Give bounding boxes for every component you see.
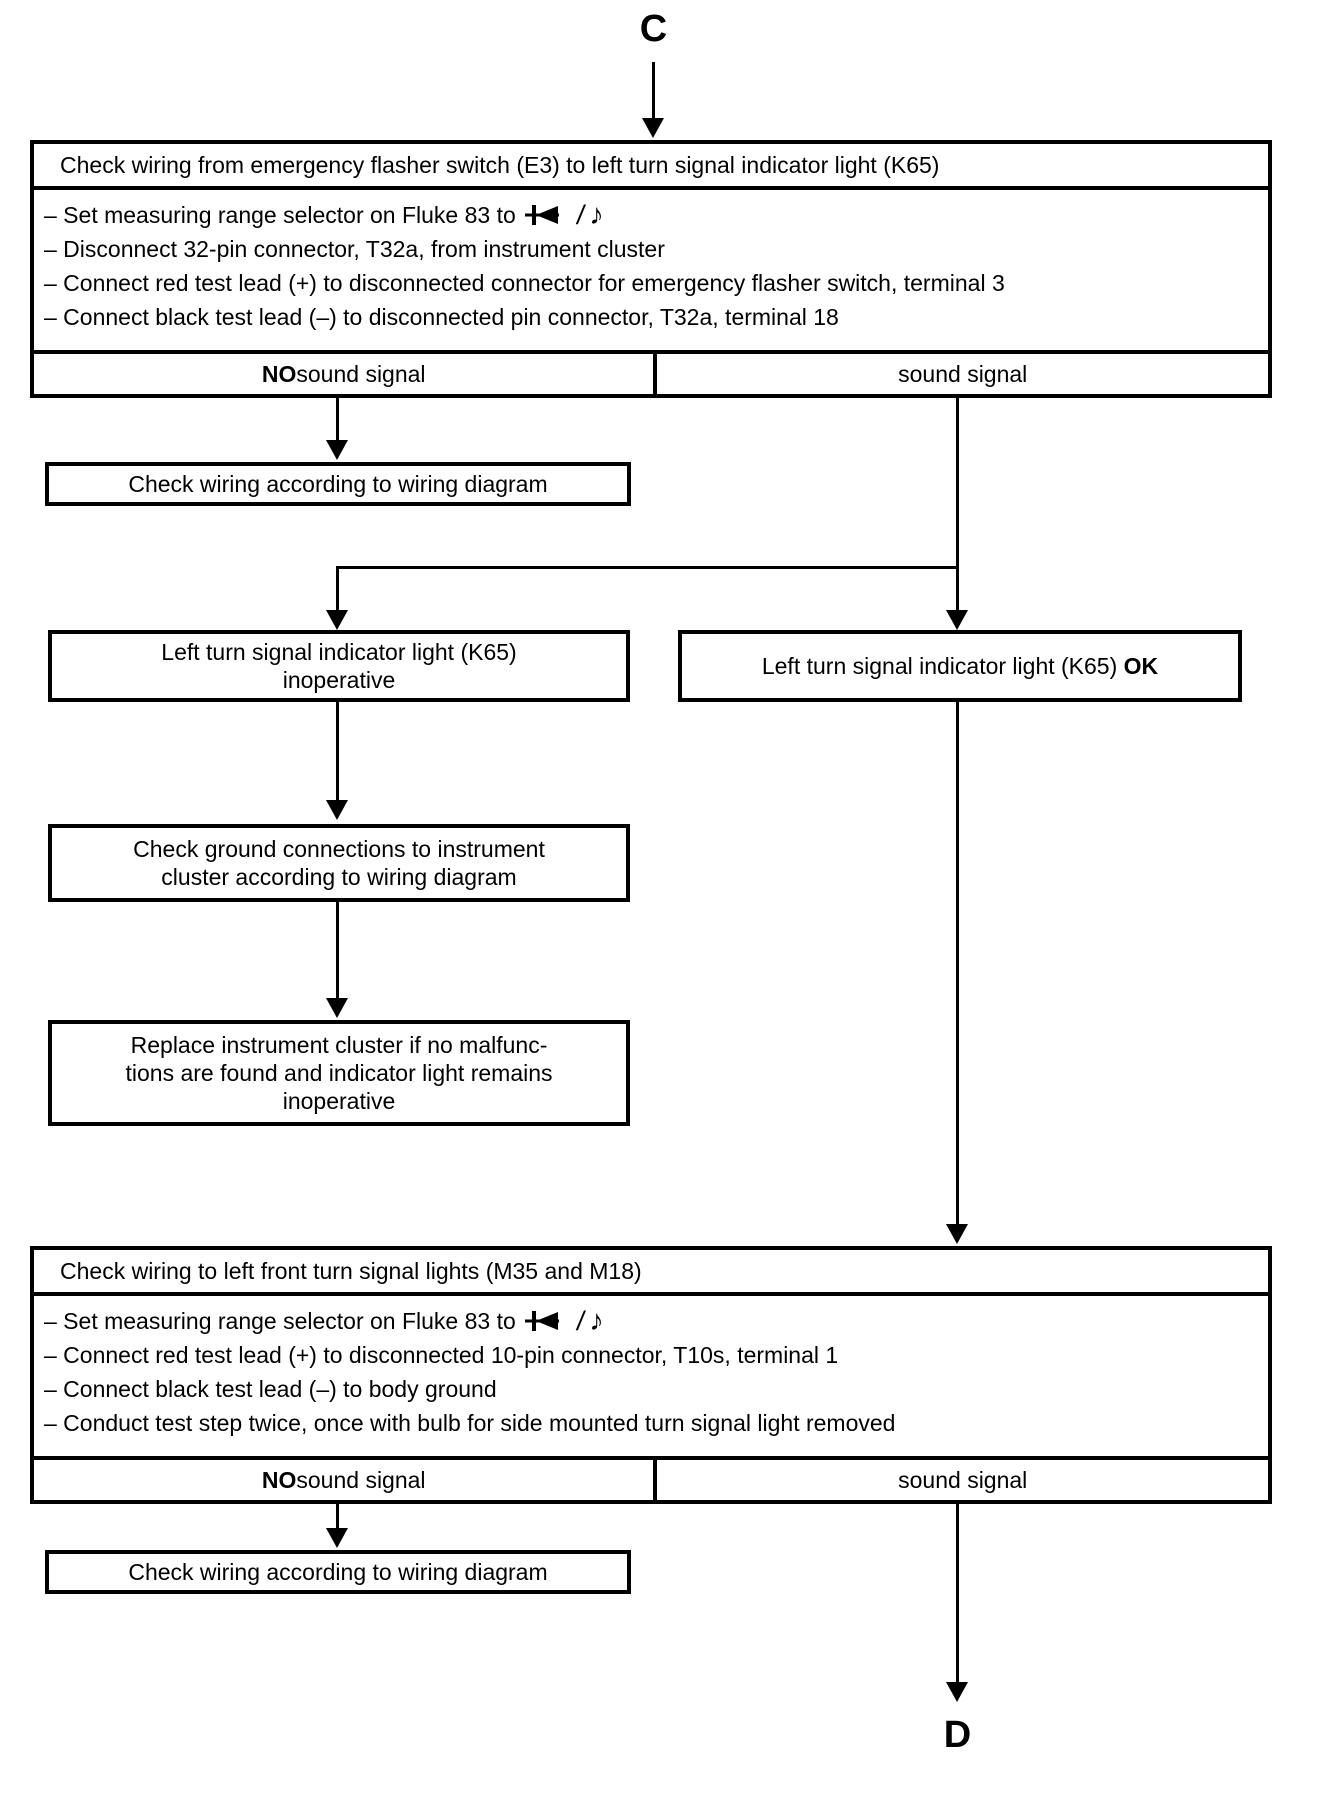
down-arrowhead-icon	[946, 610, 968, 630]
step-item: – Disconnect 32-pin connector, T32a, fro…	[44, 232, 1256, 266]
box-line: inoperative	[282, 667, 396, 693]
flow-line	[336, 566, 339, 612]
step-text: – Disconnect 32-pin connector, T32a, fro…	[44, 236, 665, 262]
flow-line	[956, 702, 959, 1224]
slash-glyph: /	[574, 200, 587, 230]
section1-steps: – Set measuring range selector on Fluke …	[34, 190, 1268, 350]
k65-ok-box: Left turn signal indicator light (K65) O…	[678, 630, 1242, 702]
diode-beeper-icon: / ♪	[524, 1304, 604, 1338]
box-line: Left turn signal indicator light (K65)	[161, 639, 517, 665]
slash-glyph: /	[574, 1306, 587, 1336]
step-text: – Connect black test lead (–) to body gr…	[44, 1376, 497, 1402]
check-wiring-text: Check wiring according to wiring diagram	[128, 1559, 548, 1585]
box-line: cluster according to wiring diagram	[161, 864, 517, 890]
flow-line	[956, 1502, 959, 1682]
section1-outcomes: NO sound signal sound signal	[34, 350, 1268, 394]
step-item: – Connect black test lead (–) to disconn…	[44, 300, 1256, 334]
flow-line	[336, 396, 339, 442]
step-text: – Connect red test lead (+) to disconnec…	[44, 270, 1005, 296]
k65-ok-prefix: Left turn signal indicator light (K65)	[761, 653, 1124, 679]
box-line: Replace instrument cluster if no malfunc…	[130, 1032, 548, 1058]
outcome-sound: sound signal	[653, 1460, 1268, 1500]
step-item: – Connect red test lead (+) to disconnec…	[44, 266, 1256, 300]
outcome-no-rest: sound signal	[296, 1466, 426, 1493]
section2-outcomes: NO sound signal sound signal	[34, 1456, 1268, 1500]
step-text: – Set measuring range selector on Fluke …	[44, 202, 516, 228]
outcome-no-sound: NO sound signal	[34, 354, 653, 394]
k65-ok-text: Left turn signal indicator light (K65) O…	[762, 652, 1158, 680]
step-text: – Conduct test step twice, once with bul…	[44, 1410, 896, 1436]
diode-icon	[524, 1311, 559, 1331]
check-wiring-box-1: Check wiring according to wiring diagram	[45, 462, 631, 506]
outcome-no-rest: sound signal	[296, 360, 426, 387]
section2-box: Check wiring to left front turn signal l…	[30, 1246, 1272, 1504]
down-arrowhead-icon	[642, 118, 664, 138]
flow-line	[336, 566, 959, 569]
box-line: tions are found and indicator light rema…	[125, 1060, 553, 1086]
connector-label-c: C	[639, 8, 669, 50]
step-item: – Connect red test lead (+) to disconnec…	[44, 1338, 1256, 1372]
check-wiring-text: Check wiring according to wiring diagram	[128, 471, 548, 497]
outcome-sound-label: sound signal	[898, 1466, 1028, 1493]
diode-icon	[524, 205, 559, 225]
replace-cluster-lines: Replace instrument cluster if no malfunc…	[125, 1031, 552, 1115]
step-item: – Set measuring range selector on Fluke …	[44, 198, 1256, 232]
check-wiring-box-2: Check wiring according to wiring diagram	[45, 1550, 631, 1594]
down-arrowhead-icon	[326, 998, 348, 1018]
down-arrowhead-icon	[946, 1682, 968, 1702]
sound-note-icon: ♪	[589, 1305, 604, 1337]
flow-line	[652, 62, 655, 120]
down-arrowhead-icon	[946, 1224, 968, 1244]
down-arrowhead-icon	[326, 800, 348, 820]
k65-inoperative-box: Left turn signal indicator light (K65)in…	[48, 630, 630, 702]
k65-inoperative-lines: Left turn signal indicator light (K65)in…	[161, 638, 516, 694]
section1-box: Check wiring from emergency flasher swit…	[30, 140, 1272, 398]
step-item: – Set measuring range selector on Fluke …	[44, 1304, 1256, 1338]
connector-label-d: D	[943, 1714, 973, 1756]
step-text: – Set measuring range selector on Fluke …	[44, 1308, 516, 1334]
box-line: Check ground connections to instrument	[133, 836, 545, 862]
step-item: – Connect black test lead (–) to body gr…	[44, 1372, 1256, 1406]
flow-line	[956, 396, 959, 614]
down-arrowhead-icon	[326, 440, 348, 460]
outcome-no-bold: NO	[261, 1466, 297, 1493]
k65-ok-bold: OK	[1123, 653, 1159, 679]
diode-beeper-icon: / ♪	[524, 198, 604, 232]
section2-title: Check wiring to left front turn signal l…	[34, 1250, 1268, 1296]
replace-cluster-box: Replace instrument cluster if no malfunc…	[48, 1020, 630, 1126]
box-line: inoperative	[282, 1088, 396, 1114]
sound-note-icon: ♪	[589, 199, 604, 231]
step-item: – Conduct test step twice, once with bul…	[44, 1406, 1256, 1440]
step-text: – Connect red test lead (+) to disconnec…	[44, 1342, 839, 1368]
down-arrowhead-icon	[326, 610, 348, 630]
section1-title: Check wiring from emergency flasher swit…	[34, 144, 1268, 190]
outcome-sound-label: sound signal	[898, 360, 1028, 387]
down-arrowhead-icon	[326, 1528, 348, 1548]
outcome-no-bold: NO	[261, 360, 297, 387]
section2-steps: – Set measuring range selector on Fluke …	[34, 1296, 1268, 1456]
flow-line	[336, 1502, 339, 1530]
flow-line	[336, 702, 339, 800]
outcome-no-sound: NO sound signal	[34, 1460, 653, 1500]
step-text: – Connect black test lead (–) to disconn…	[44, 304, 839, 330]
flow-line	[336, 902, 339, 998]
outcome-sound: sound signal	[653, 354, 1268, 394]
